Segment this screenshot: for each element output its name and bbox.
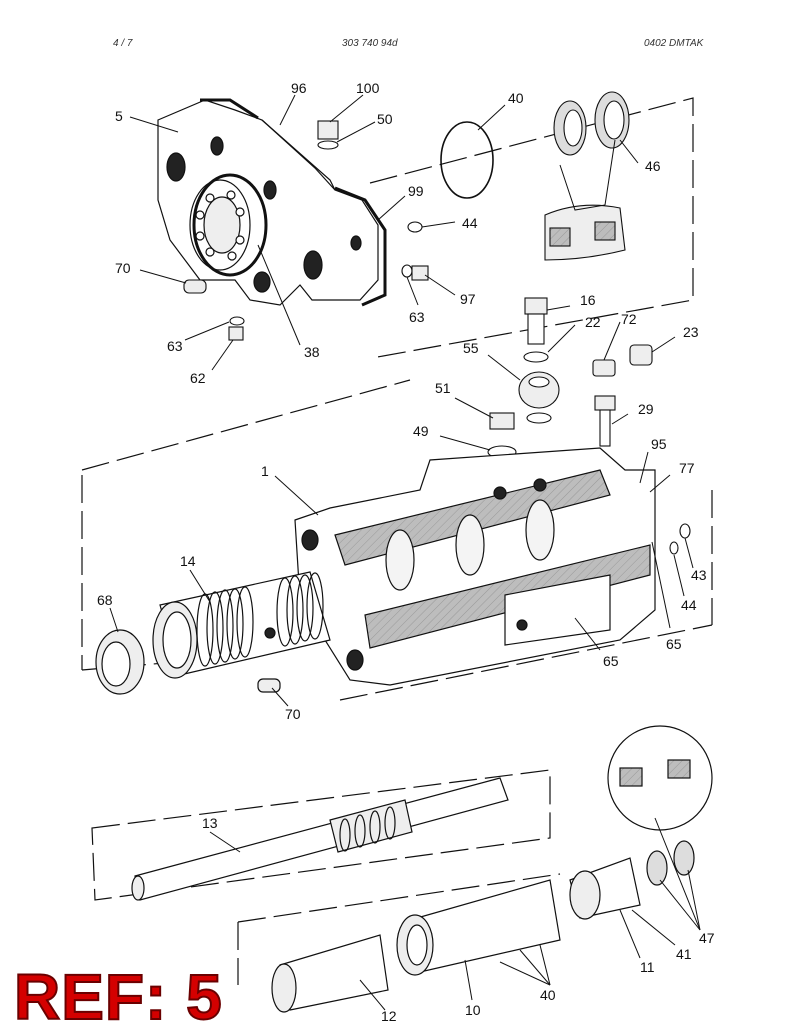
callout-38: 38: [304, 344, 320, 360]
callout-68: 68: [97, 592, 113, 608]
callout-12: 12: [381, 1008, 397, 1024]
callout-1: 1: [261, 463, 269, 479]
callout-labels: 5 96 100 50 40 46 99 44 70 97 63 63 38 6…: [97, 80, 715, 1024]
callout-22: 22: [585, 314, 601, 330]
spool-rod: [131, 777, 509, 901]
callout-23: 23: [683, 324, 699, 340]
callout-40-bottom: 40: [540, 987, 556, 1003]
callout-51: 51: [435, 380, 451, 396]
housing-cover: [157, 98, 387, 307]
leader-lines: [109, 94, 701, 1011]
callout-65-right: 65: [666, 636, 682, 652]
callout-47: 47: [699, 930, 715, 946]
callout-99: 99: [408, 183, 424, 199]
callout-95: 95: [651, 436, 667, 452]
callout-50: 50: [377, 111, 393, 127]
page-number: 4 / 7: [113, 38, 133, 49]
callout-44-mid: 44: [681, 597, 697, 613]
callout-70-top: 70: [115, 260, 131, 276]
small-parts-top: [183, 91, 630, 341]
callout-43: 43: [691, 567, 707, 583]
callout-29: 29: [638, 401, 654, 417]
callout-55: 55: [463, 340, 479, 356]
callout-46: 46: [645, 158, 661, 174]
callout-40-top: 40: [508, 90, 524, 106]
callout-63-right: 63: [409, 309, 425, 325]
dashed-boundaries: [81, 97, 713, 985]
callout-62: 62: [190, 370, 206, 386]
callout-77: 77: [679, 460, 695, 476]
callout-70-bottom: 70: [285, 706, 301, 722]
callout-10: 10: [465, 1002, 481, 1018]
callout-11: 11: [640, 959, 655, 975]
document-code: 0402 DMTAK: [644, 38, 704, 49]
callout-16: 16: [580, 292, 596, 308]
callout-72: 72: [621, 311, 637, 327]
callout-100: 100: [356, 80, 380, 96]
callout-96: 96: [291, 80, 307, 96]
callout-5: 5: [115, 108, 123, 124]
lower-parts: [271, 725, 713, 1013]
callout-49: 49: [413, 423, 429, 439]
callout-44-top: 44: [462, 215, 478, 231]
ref-stamp: REF: 5: [13, 961, 223, 1033]
callout-65-bottom: 65: [603, 653, 619, 669]
callout-13: 13: [202, 815, 218, 831]
callout-14: 14: [180, 553, 196, 569]
document-number: 303 740 94d: [342, 38, 398, 49]
spool-sleeve: [95, 571, 331, 695]
callout-97: 97: [460, 291, 476, 307]
callout-63-left: 63: [167, 338, 183, 354]
main-housing: [294, 447, 656, 686]
callout-41: 41: [676, 946, 692, 962]
